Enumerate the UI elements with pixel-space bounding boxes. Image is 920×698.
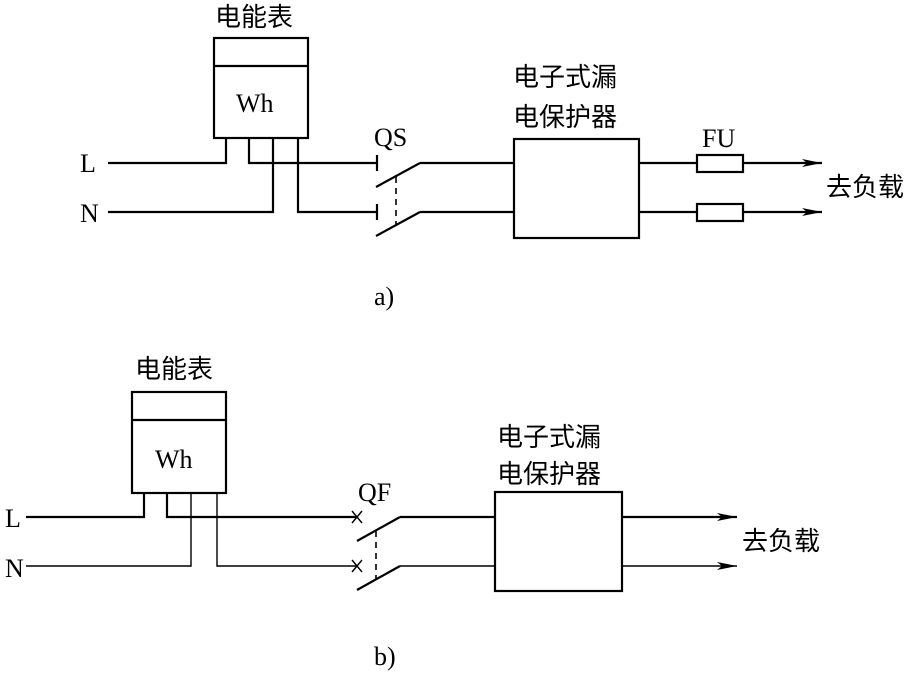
fuse-label-a: FU (702, 124, 735, 153)
rcd-box-a (512, 137, 641, 240)
rcd-box-b (493, 490, 624, 593)
meter-symbol-b: Wh (155, 445, 193, 474)
label-N-b: N (5, 554, 24, 583)
caption-a: a) (374, 282, 394, 311)
trip-x-N (351, 559, 363, 573)
rcd-label-line2-a: 电保护器 (513, 103, 617, 133)
circuit-breaker-qf: QF (351, 478, 495, 591)
fuse-L (695, 153, 745, 174)
label-N-a: N (80, 199, 99, 228)
switch-label-b: QF (358, 478, 391, 507)
label-L-b: L (5, 504, 21, 533)
diagram-b: 电能表 Wh L N QF (5, 355, 820, 671)
caption-b: b) (374, 642, 396, 671)
energy-meter-b: Wh (130, 390, 228, 495)
meter-symbol-a: Wh (236, 89, 274, 118)
label-L-a: L (80, 149, 96, 178)
wires-b (26, 493, 357, 567)
fuse-N (695, 202, 745, 223)
switch-label-a: QS (374, 123, 407, 152)
diagram-a: 电能表 Wh L N QS 电子式漏 (80, 3, 904, 311)
energy-meter-a: Wh (212, 36, 310, 140)
meter-title-b: 电能表 (135, 355, 213, 385)
rcd-label-line2-b: 电保护器 (497, 460, 601, 490)
load-label-b: 去负载 (742, 527, 820, 557)
knife-switch-qs: QS (374, 123, 514, 237)
rcd-label-line1-a: 电子式漏 (513, 63, 617, 93)
fuses-a: FU (639, 124, 822, 223)
wires-a (108, 138, 377, 214)
rcd-label-line1-b: 电子式漏 (497, 423, 601, 453)
meter-title-a: 电能表 (215, 3, 293, 33)
load-label-a: 去负载 (826, 173, 904, 203)
trip-x-L (351, 510, 363, 524)
